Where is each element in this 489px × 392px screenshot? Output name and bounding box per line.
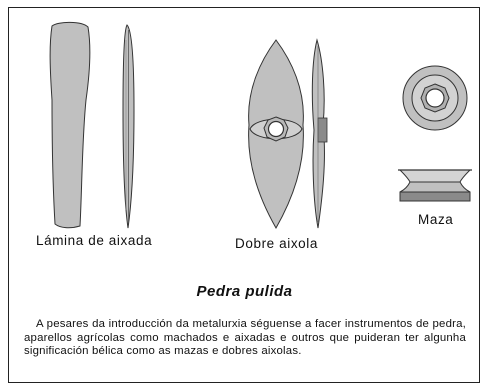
double-adze-label: Dobre aixola	[235, 236, 318, 251]
figure-caption: A pesares da introducción da metalurxia …	[24, 318, 466, 358]
mace-label: Maza	[418, 212, 454, 227]
figure-title: Pedra pulida	[196, 283, 293, 300]
mace-top-view	[402, 65, 468, 131]
mace-side-view	[398, 169, 472, 202]
figure-frame	[8, 7, 480, 383]
double-adze-shaft-hole	[263, 116, 289, 142]
hoe-blade-front	[49, 21, 91, 229]
hoe-blade-label: Lámina de aixada	[36, 233, 153, 248]
